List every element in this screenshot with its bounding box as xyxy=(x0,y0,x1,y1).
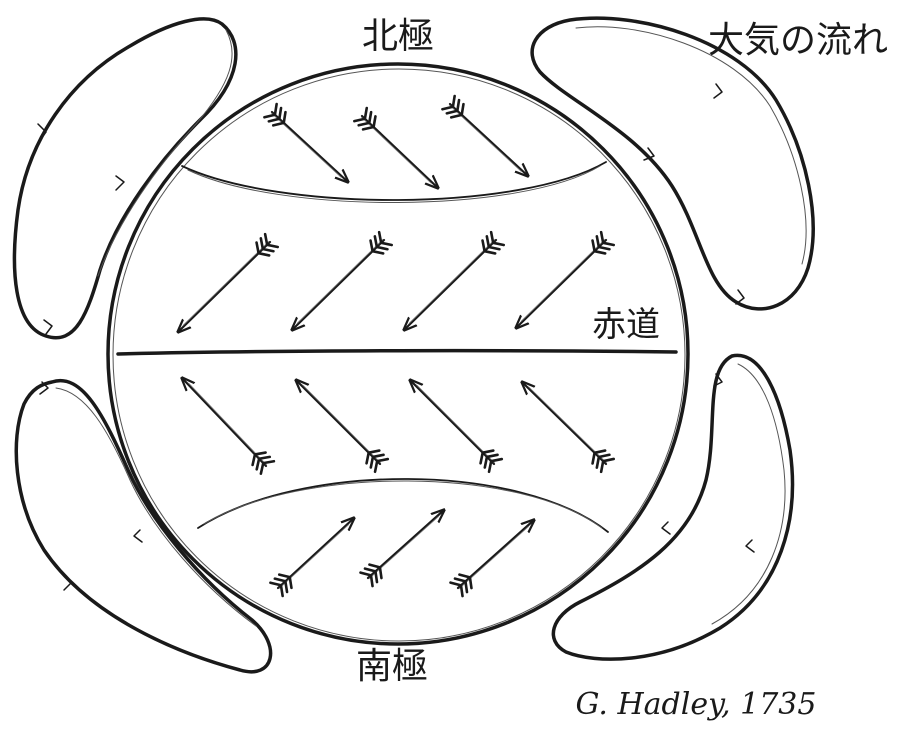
circulation-cells xyxy=(14,18,813,672)
wind-arrow-3 xyxy=(442,96,528,176)
northern-zone-boundary xyxy=(182,162,606,200)
equator-label: 赤道 xyxy=(592,305,660,345)
wind-arrow-9 xyxy=(296,380,388,472)
wind-arrow-4 xyxy=(178,234,278,332)
wind-arrow-11 xyxy=(522,382,614,472)
hadley-signature: G. Hadley, 1735 xyxy=(576,687,817,722)
circulation-loop-south-west xyxy=(16,381,270,672)
wind-arrow-14 xyxy=(451,520,534,596)
wind-arrow-1 xyxy=(264,104,348,182)
wind-arrows xyxy=(178,96,614,596)
equator-line xyxy=(118,351,676,354)
circulation-loop-south-east xyxy=(553,355,792,659)
circulation-loop-north-west xyxy=(14,19,235,338)
southern-zone-boundary xyxy=(198,479,608,532)
wind-arrow-12 xyxy=(270,518,354,596)
wind-arrow-10 xyxy=(410,380,502,472)
south-pole-label: 南極 xyxy=(356,646,428,687)
wind-arrow-13 xyxy=(361,510,444,586)
wind-arrow-5 xyxy=(292,232,392,330)
atmosphere-flow-label: 大気の流れ xyxy=(708,20,888,61)
wind-arrow-2 xyxy=(354,108,438,188)
wind-arrow-8 xyxy=(182,378,274,474)
wind-arrow-6 xyxy=(404,232,504,330)
north-pole-label: 北極 xyxy=(362,16,434,57)
